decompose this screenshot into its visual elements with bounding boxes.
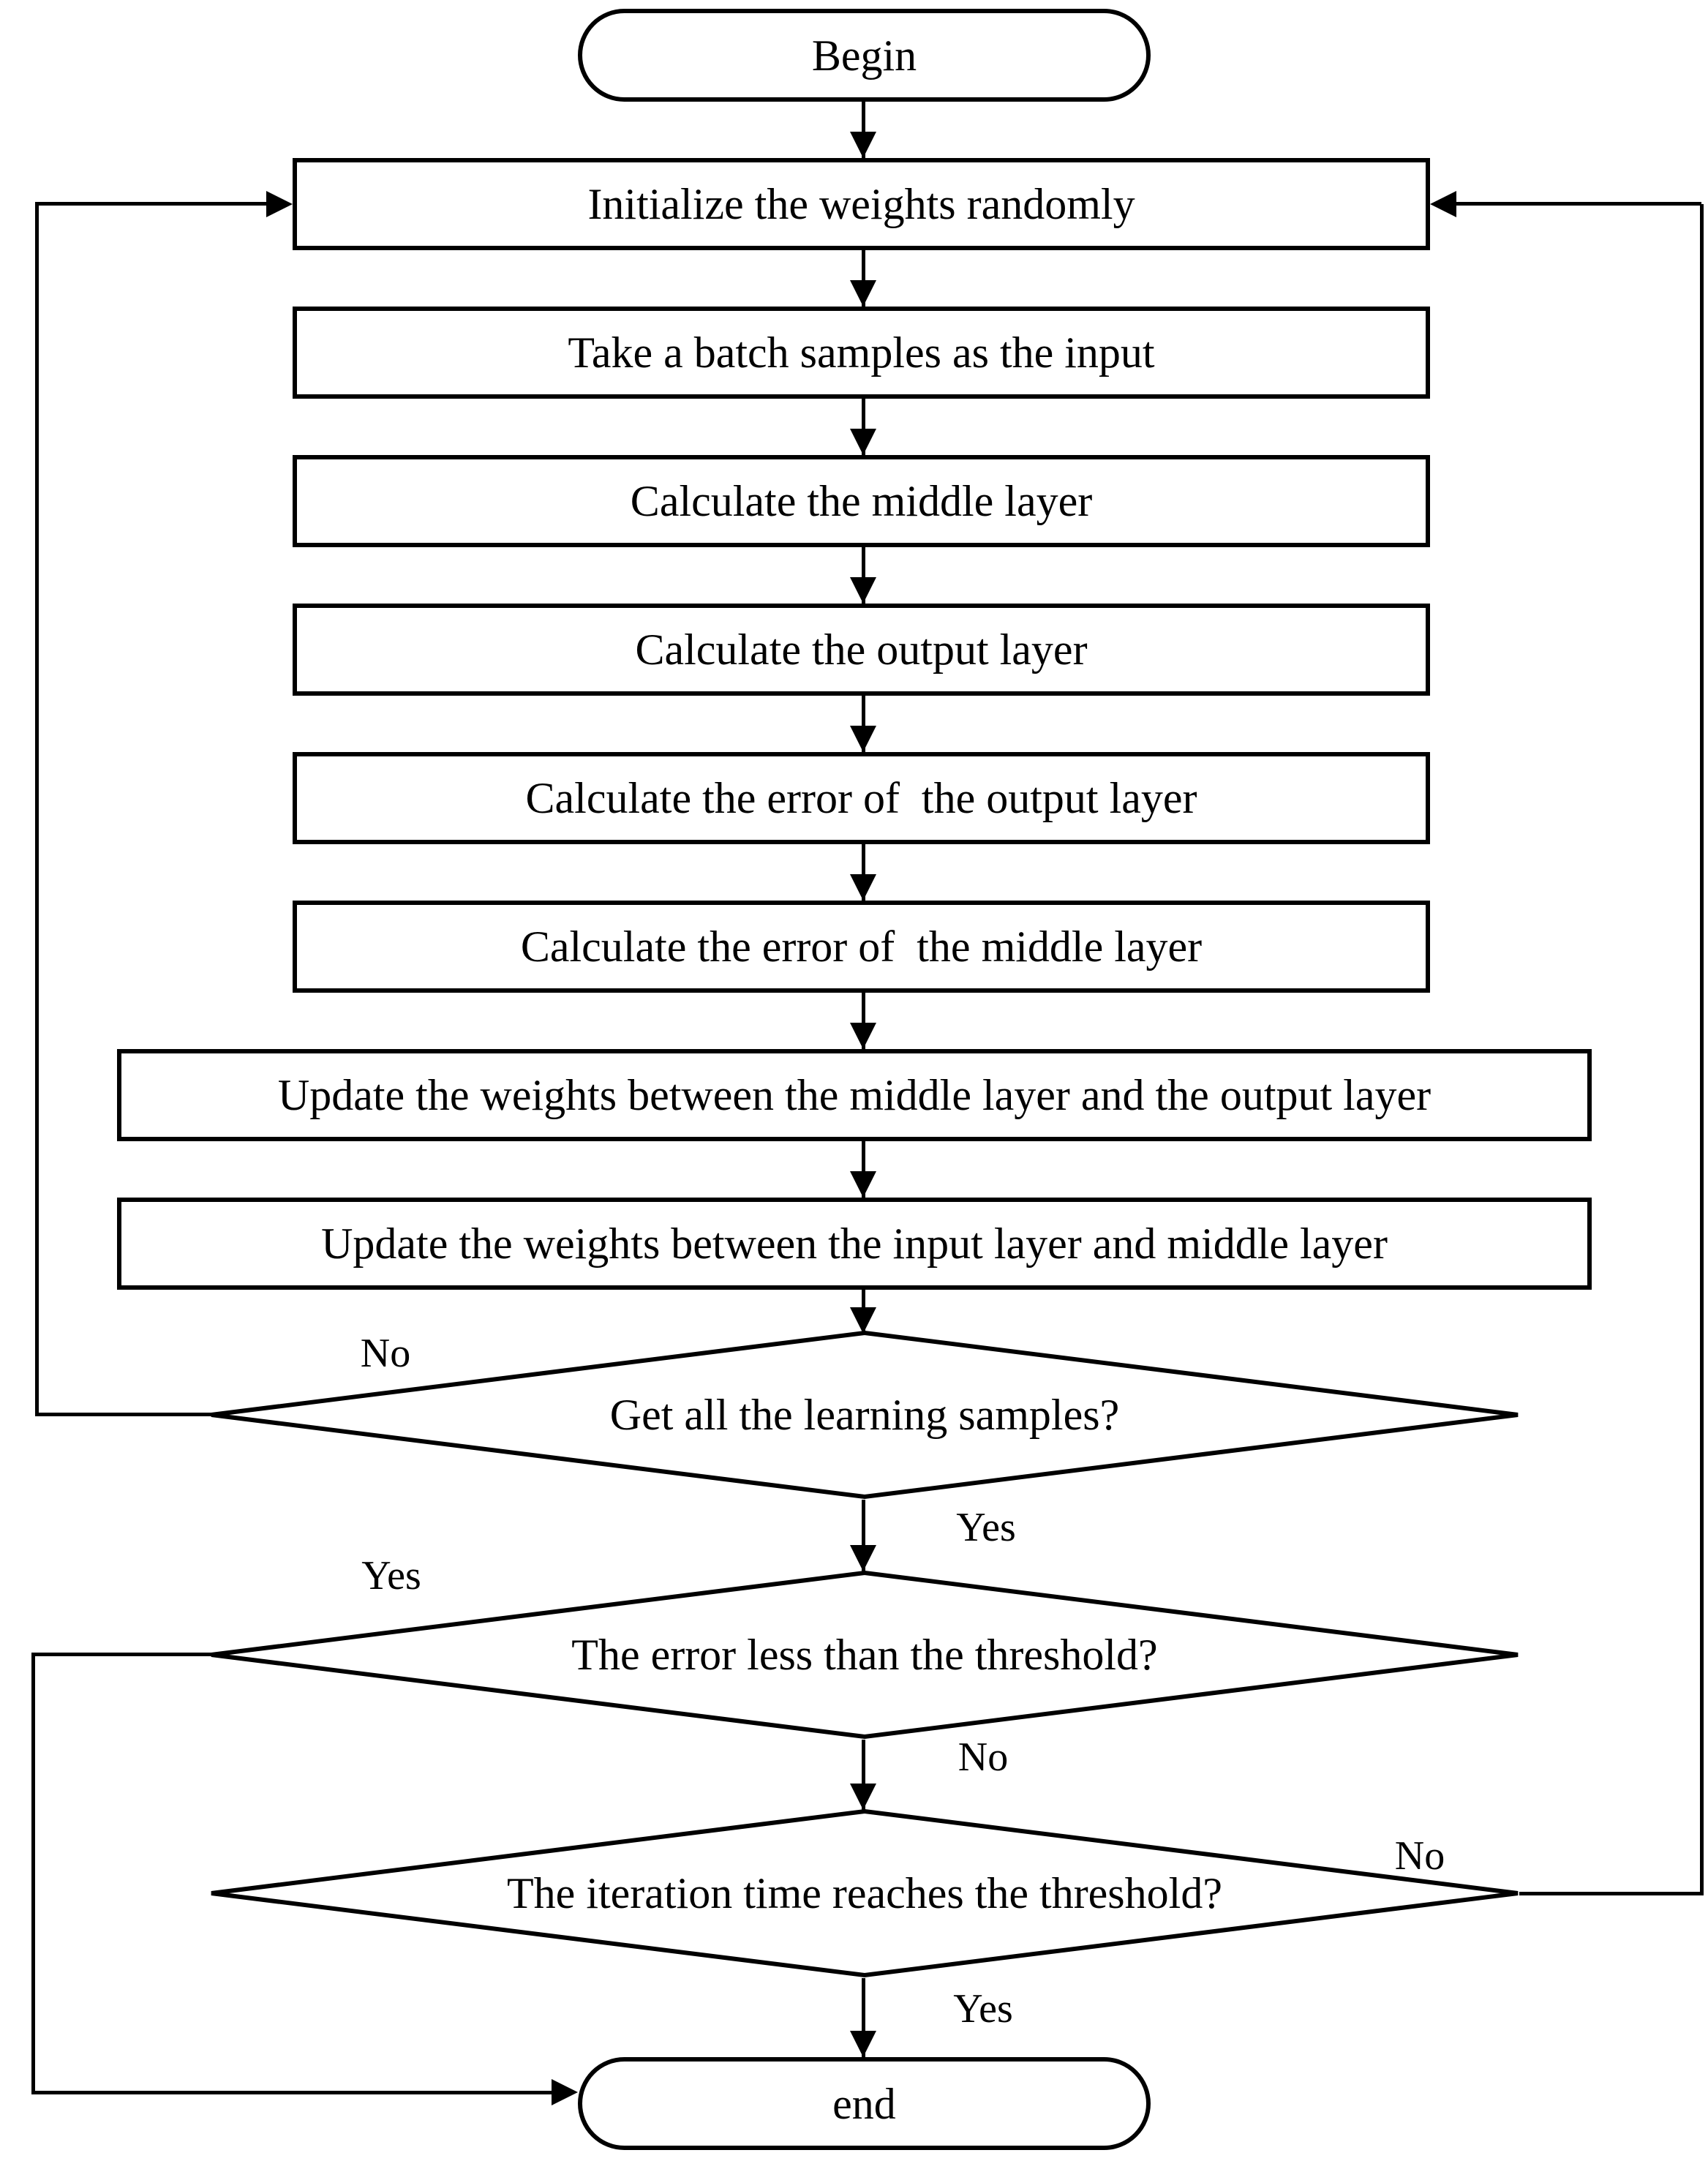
edge-diteration-end xyxy=(862,1978,865,2057)
arrowhead-derror-yes-end xyxy=(552,2079,578,2105)
edge-dsamples-no-into-init xyxy=(35,202,271,206)
node-calc-middle-layer: Calculate the middle layer xyxy=(293,455,1430,547)
node-decision-error-shape xyxy=(211,1570,1519,1740)
edge-diteration-no-vertical xyxy=(1700,204,1704,1895)
edge-label-derror-yes: Yes xyxy=(361,1553,421,1598)
arrowhead-calcmiddle-calcoutput xyxy=(850,577,876,604)
edge-derror-yes-vertical xyxy=(31,1653,35,2094)
node-decision-error-label: The error less than the threshold? xyxy=(571,1631,1158,1679)
arrowhead-dsamples-derror xyxy=(850,1545,876,1571)
node-calc-error-output-label: Calculate the error of the output layer xyxy=(525,774,1197,822)
arrowhead-calcoutput-errout xyxy=(850,726,876,752)
node-calc-middle-layer-label: Calculate the middle layer xyxy=(630,477,1093,525)
edge-dsamples-derror xyxy=(862,1500,865,1571)
node-update-weights-input-middle: Update the weights between the input lay… xyxy=(117,1198,1592,1290)
node-end: end xyxy=(578,2057,1151,2150)
arrowhead-update2-dsamples xyxy=(850,1307,876,1334)
arrowhead-init-take xyxy=(850,280,876,307)
arrowhead-update1-update2 xyxy=(850,1171,876,1198)
edge-derror-diteration xyxy=(862,1740,865,1810)
node-initialize-weights-label: Initialize the weights randomly xyxy=(587,180,1135,228)
edge-init-take xyxy=(862,250,865,307)
node-calc-output-layer-label: Calculate the output layer xyxy=(635,625,1088,674)
node-begin-label: Begin xyxy=(811,31,917,80)
edge-update1-update2 xyxy=(862,1141,865,1198)
node-calc-error-output: Calculate the error of the output layer xyxy=(293,752,1430,844)
edge-calcoutput-errout xyxy=(862,696,865,752)
edge-diteration-no-horizontal xyxy=(1519,1892,1704,1895)
arrowhead-derror-diteration xyxy=(850,1784,876,1810)
arrowhead-errout-errmiddle xyxy=(850,874,876,901)
node-decision-iteration-label: The iteration time reaches the threshold… xyxy=(507,1869,1222,1917)
edge-derror-yes-into-end xyxy=(31,2091,556,2094)
edge-begin-init xyxy=(862,102,865,158)
edge-take-calcmiddle xyxy=(862,399,865,455)
node-calc-error-middle-label: Calculate the error of the middle layer xyxy=(520,922,1203,971)
arrowhead-dsamples-no-init xyxy=(266,191,293,217)
node-initialize-weights: Initialize the weights randomly xyxy=(293,158,1430,250)
edge-label-dsamples-yes: Yes xyxy=(956,1505,1016,1550)
edge-dsamples-no-vertical xyxy=(35,204,39,1416)
arrowhead-take-calcmiddle xyxy=(850,429,876,455)
node-decision-samples: Get all the learning samples? xyxy=(208,1330,1521,1500)
node-decision-iteration: The iteration time reaches the threshold… xyxy=(208,1808,1521,1978)
edge-dsamples-no-horizontal xyxy=(35,1413,211,1416)
edge-derror-yes-horizontal xyxy=(31,1653,211,1656)
node-decision-iteration-shape xyxy=(211,1808,1519,1978)
node-calc-output-layer: Calculate the output layer xyxy=(293,604,1430,696)
node-take-batch-label: Take a batch samples as the input xyxy=(568,328,1155,377)
edge-label-dsamples-no: No xyxy=(360,1331,411,1376)
arrowhead-errmiddle-update1 xyxy=(850,1023,876,1049)
node-update-weights-middle-output: Update the weights between the middle la… xyxy=(117,1049,1592,1141)
node-take-batch: Take a batch samples as the input xyxy=(293,307,1430,399)
node-decision-samples-label: Get all the learning samples? xyxy=(609,1391,1120,1439)
edge-calcmiddle-calcoutput xyxy=(862,547,865,604)
edge-diteration-no-into-init xyxy=(1452,202,1701,206)
arrowhead-diteration-no-init xyxy=(1430,191,1456,217)
arrowhead-diteration-end xyxy=(850,2031,876,2057)
node-update-weights-input-middle-label: Update the weights between the input lay… xyxy=(321,1219,1388,1268)
node-decision-samples-shape xyxy=(211,1330,1519,1500)
arrowhead-begin-init xyxy=(850,132,876,158)
node-update-weights-middle-output-label: Update the weights between the middle la… xyxy=(277,1071,1432,1119)
edge-label-derror-no: No xyxy=(958,1735,1009,1780)
node-end-label: end xyxy=(832,2079,896,2128)
node-calc-error-middle: Calculate the error of the middle layer xyxy=(293,901,1430,993)
node-decision-error: The error less than the threshold? xyxy=(208,1570,1521,1740)
edge-errmiddle-update1 xyxy=(862,993,865,1049)
edge-label-diteration-no: No xyxy=(1394,1833,1445,1879)
edge-label-diteration-yes: Yes xyxy=(953,1986,1013,2032)
node-begin: Begin xyxy=(578,9,1151,102)
edge-errout-errmiddle xyxy=(862,844,865,901)
